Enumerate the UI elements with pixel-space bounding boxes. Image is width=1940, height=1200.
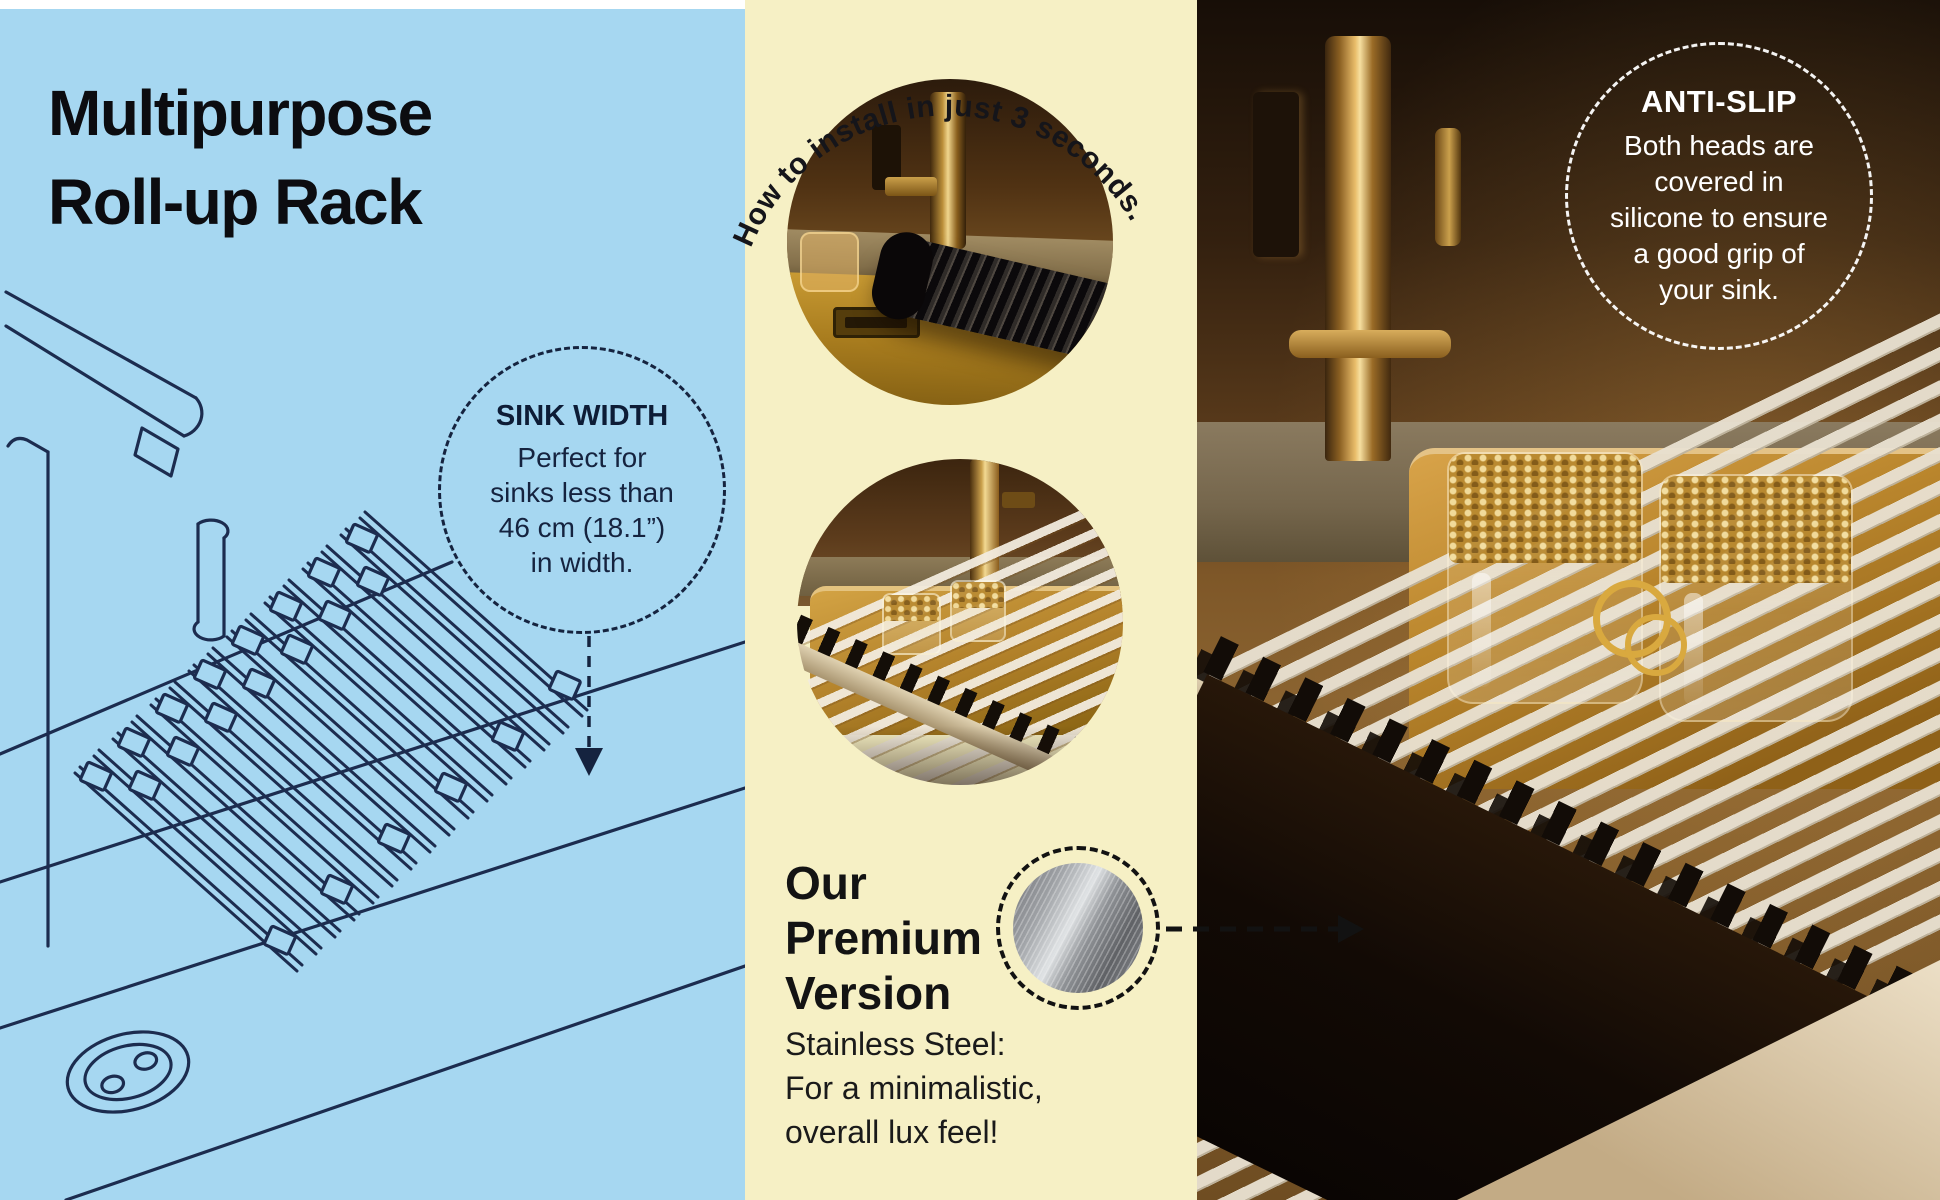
anti-slip-callout-line: covered in — [1654, 166, 1784, 197]
sink-width-callout-line: Perfect for — [517, 442, 647, 473]
premium-body-line: For a minimalistic, — [785, 1070, 1043, 1106]
sink-width-callout-line: 46 cm (18.1”) — [498, 512, 666, 543]
sink-width-callout: SINK WIDTH Perfect for sinks less than 4… — [438, 346, 726, 634]
faucet-line-art — [4, 290, 230, 948]
anti-slip-callout-line: Both heads are — [1624, 130, 1814, 161]
premium-version-heading: Our Premium Version — [785, 856, 982, 1021]
hero-glass — [1659, 474, 1853, 722]
hero-glass-highlight — [1472, 573, 1492, 688]
sink-width-callout-line: sinks less than — [490, 477, 674, 508]
anti-slip-callout-title: ANTI-SLIP — [1640, 84, 1798, 119]
sink-width-callout-line: in width. — [530, 547, 634, 578]
hero-glass-highlight — [1683, 593, 1703, 706]
hero-faucet-lever — [1435, 128, 1461, 246]
premium-version-description: Stainless Steel: For a minimalistic, ove… — [785, 1022, 1043, 1154]
gold-ring — [1625, 614, 1687, 676]
hero-faucet — [1325, 36, 1391, 461]
sink-width-callout-title: SINK WIDTH — [495, 400, 669, 432]
install-step-photo-rolled-rack — [787, 79, 1113, 405]
premium-heading-line: Our — [785, 857, 867, 909]
brushed-steel-texture — [1013, 863, 1143, 993]
hero-faucet-handle — [1253, 92, 1299, 257]
hero-glass-texture — [1449, 454, 1641, 564]
anti-slip-callout-line: your sink. — [1659, 274, 1779, 305]
photo1-glass-jar — [800, 232, 860, 292]
hero-glass — [1447, 452, 1643, 704]
install-step-photo-rack-over-sink — [797, 459, 1123, 785]
hero-photo-panel: ANTI-SLIP Both heads are covered in sili… — [1197, 0, 1940, 1200]
photo2-shadow — [797, 726, 1123, 785]
premium-body-line: Stainless Steel: — [785, 1026, 1006, 1062]
photo2-glass-texture — [883, 594, 940, 622]
page-title-line1: Multipurpose — [48, 76, 433, 149]
premium-heading-line: Premium — [785, 912, 982, 964]
hero-glass-texture — [1661, 476, 1851, 584]
hero-faucet-spout — [1289, 330, 1451, 358]
photo2-faucet-lever — [1002, 491, 1035, 508]
sink-line-illustration — [0, 290, 745, 1200]
steel-detail-dashed-ring — [996, 846, 1160, 1010]
photo1-faucet-spout — [884, 176, 937, 197]
page-title: Multipurpose Roll-up Rack — [48, 69, 433, 247]
top-border — [0, 0, 745, 9]
photo1-faucet — [930, 92, 967, 249]
page-title-line2: Roll-up Rack — [48, 165, 423, 238]
premium-body-line: overall lux feel! — [785, 1114, 999, 1150]
premium-heading-line: Version — [785, 967, 952, 1019]
silicone-caps-line-art — [78, 522, 582, 956]
photo2-glass — [950, 579, 1007, 643]
stainless-steel-detail-circle — [1013, 863, 1143, 993]
photo2-glass-texture — [952, 581, 1005, 608]
anti-slip-callout: ANTI-SLIP Both heads are covered in sili… — [1565, 42, 1873, 350]
left-panel: Multipurpose Roll-up Rack — [0, 0, 745, 1200]
photo1-overflow-slot-inner — [845, 317, 908, 328]
drain-line-art — [65, 1030, 191, 1114]
photo2-glass — [881, 592, 942, 656]
counter-line-art — [0, 560, 745, 1200]
anti-slip-callout-line: silicone to ensure — [1610, 202, 1828, 233]
anti-slip-callout-line: a good grip of — [1633, 238, 1805, 269]
